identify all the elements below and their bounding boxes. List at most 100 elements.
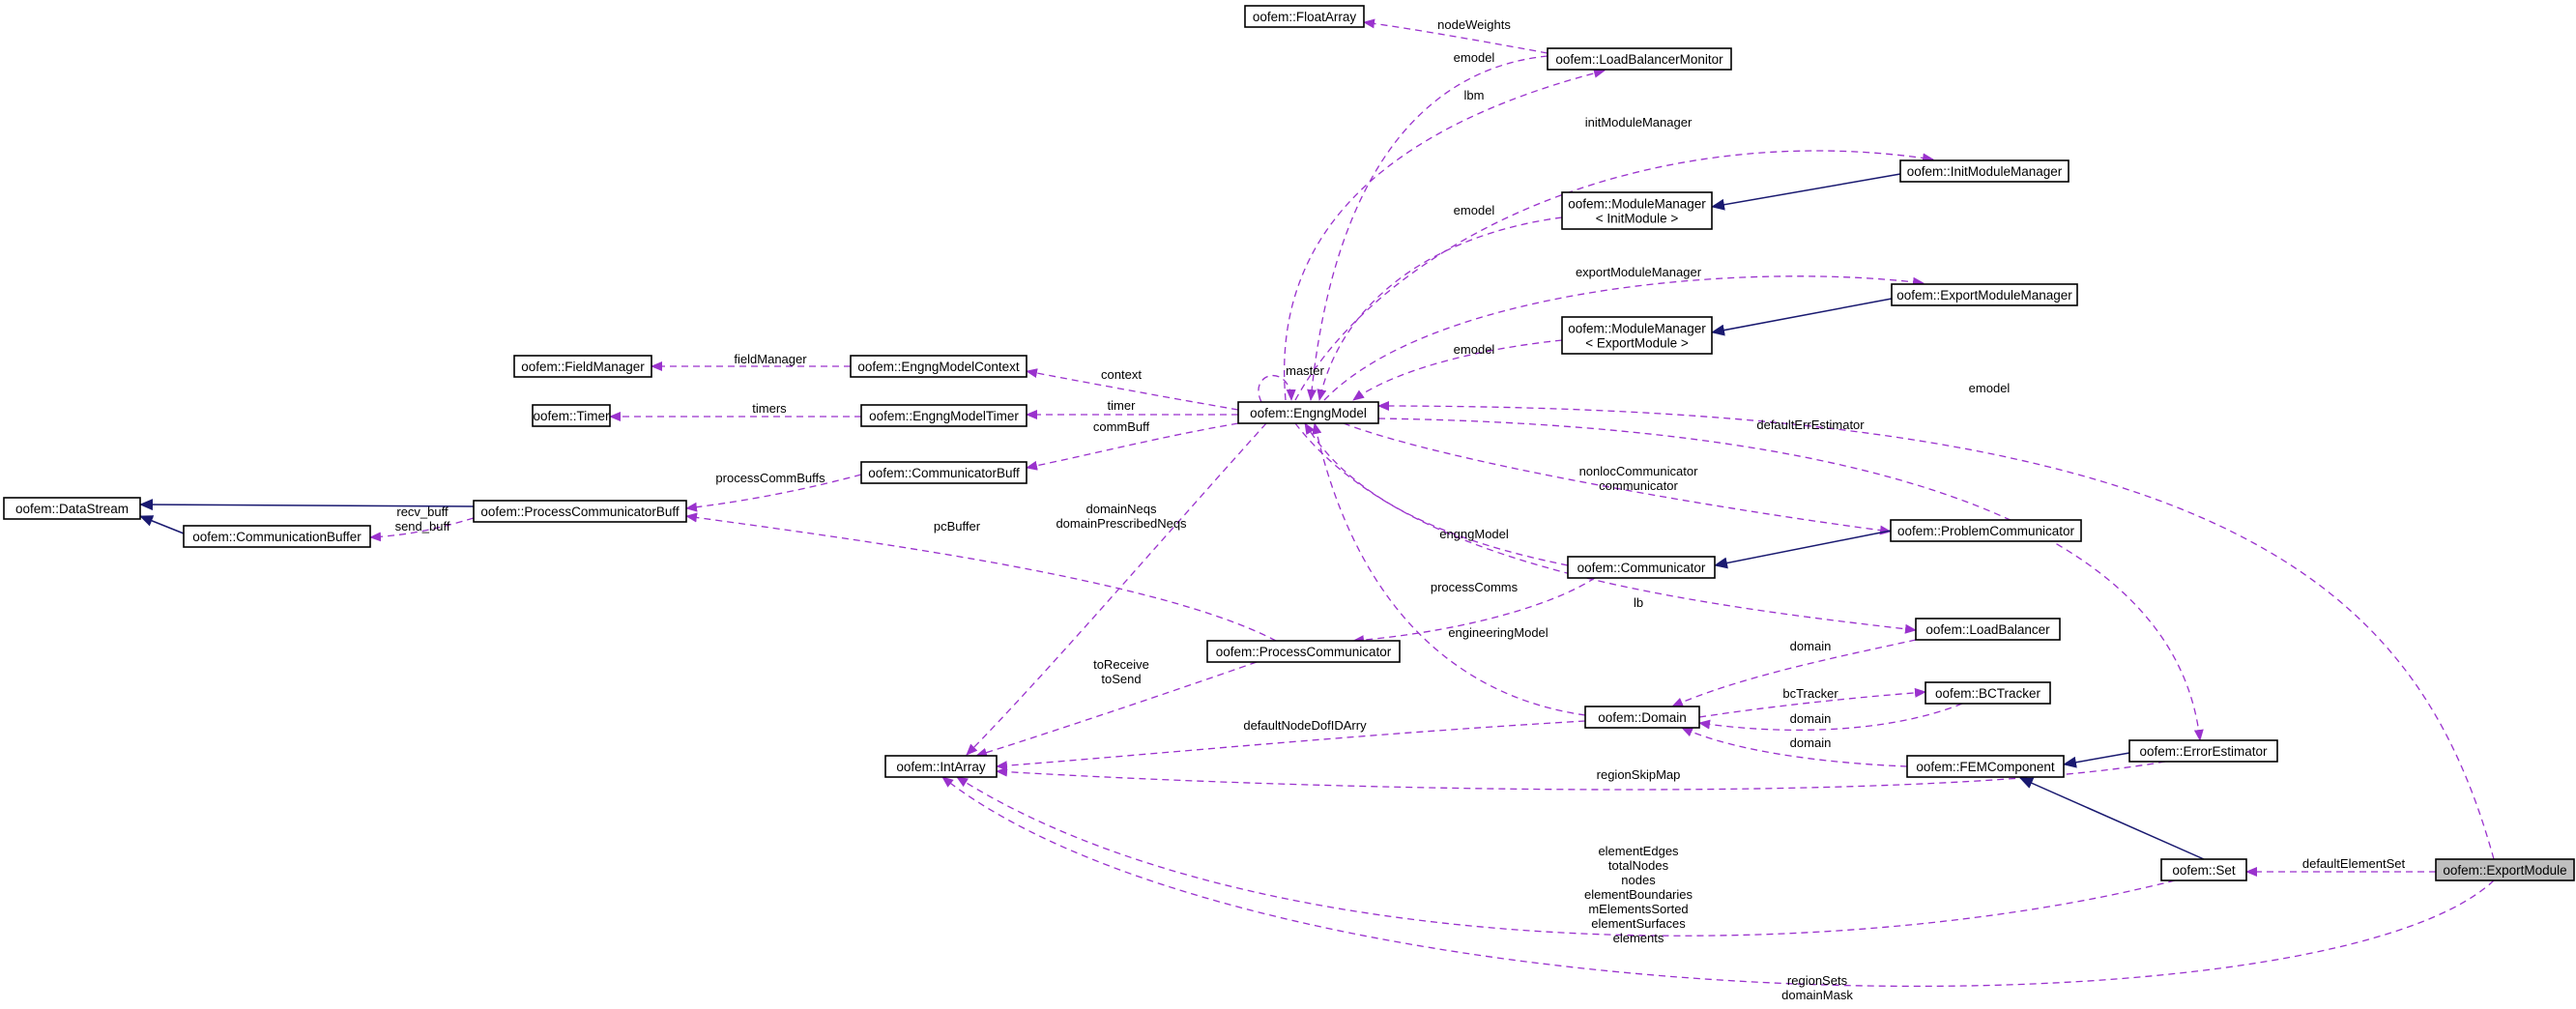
node-export-module-manager[interactable]: oofem::ExportModuleManager — [1891, 283, 2078, 306]
edge-label-field-manager: fieldManager — [734, 352, 807, 366]
edge-label-emodel-export: emodel — [1969, 381, 2011, 395]
node-label: oofem::CommunicationBuffer — [192, 530, 362, 544]
node-box — [1890, 519, 2082, 542]
node-label: oofem::FloatArray — [1253, 10, 1357, 24]
edge-label-pc-buffer: pcBuffer — [934, 519, 981, 533]
edge-recv-send-buff — [369, 517, 475, 542]
node-box — [1244, 5, 1365, 28]
edge-inherit-mme — [1711, 298, 1893, 336]
node-label: oofem::FEMComponent — [1916, 760, 2055, 774]
node-label: oofem::ModuleManager — [1568, 197, 1706, 212]
node-box — [1925, 681, 2051, 705]
node-box — [1906, 755, 2065, 778]
node-module-manager-export[interactable]: oofem::ModuleManager< ExportModule > — [1561, 316, 1713, 355]
node-process-comm-buff[interactable]: oofem::ProcessCommunicatorBuff — [473, 500, 687, 523]
node-init-module-manager[interactable]: oofem::InitModuleManager — [1899, 159, 2069, 183]
edge-label-context: context — [1101, 367, 1142, 382]
edge-label-timers: timers — [752, 401, 787, 416]
node-set[interactable]: oofem::Set — [2160, 858, 2247, 881]
node-label: < InitModule > — [1596, 212, 1679, 226]
node-box — [850, 355, 1028, 378]
node-box — [1567, 556, 1716, 579]
edge-label-emodel-lbm: emodel — [1454, 50, 1495, 65]
node-label: oofem::LoadBalancer — [1925, 622, 2050, 637]
edge-inherit-set-fem — [2019, 777, 2205, 860]
node-label: oofem::ProcessCommunicatorBuff — [480, 504, 680, 519]
edge-domain-bct — [1698, 703, 1963, 731]
edge-inherit-mmi — [1711, 173, 1901, 211]
edge-domain-fem — [1681, 727, 1908, 767]
node-label: oofem::ExportModuleManager — [1896, 288, 2072, 303]
node-box — [1891, 283, 2078, 306]
node-label: oofem::ProblemCommunicator — [1897, 524, 2075, 538]
node-engng-model-timer[interactable]: oofem::EngngModelTimer — [860, 404, 1028, 427]
node-timer[interactable]: oofem::Timer — [532, 404, 611, 427]
edge-label-engng-model-comm: engngModel — [1439, 527, 1509, 541]
edge-master — [1258, 374, 1296, 403]
node-field-manager[interactable]: oofem::FieldManager — [513, 355, 652, 378]
node-label: oofem::Communicator — [1577, 561, 1706, 575]
edge-inherit-pcb-ds — [139, 499, 475, 511]
node-lb-monitor[interactable]: oofem::LoadBalancerMonitor — [1547, 47, 1732, 71]
node-box — [513, 355, 652, 378]
node-box — [1915, 618, 2061, 641]
node-label: oofem::EngngModelContext — [857, 360, 1020, 374]
node-box — [473, 500, 687, 523]
edge-label-node-weights: nodeWeights — [1437, 17, 1511, 32]
node-label: oofem::Timer — [533, 409, 610, 423]
node-int-array[interactable]: oofem::IntArray — [884, 755, 998, 778]
node-box — [3, 497, 141, 520]
node-box — [1584, 706, 1700, 729]
node-label: oofem::Domain — [1598, 710, 1687, 725]
edge-label-default-node-dof: defaultNodeDofIDArry — [1243, 718, 1367, 733]
node-comm-buff[interactable]: oofem::CommunicatorBuff — [860, 461, 1028, 484]
node-box — [183, 525, 371, 548]
node-problem-communicator[interactable]: oofem::ProblemCommunicator — [1890, 519, 2082, 542]
edge-emodel-lbm — [1307, 55, 1548, 401]
edge-region-sets — [941, 776, 2495, 988]
edge-init-module-manager — [1294, 150, 1934, 401]
edge-lbm — [1284, 68, 1606, 401]
edge-label-init-module-manager: initModuleManager — [1585, 115, 1693, 130]
node-label: oofem::IntArray — [896, 760, 986, 774]
edge-pc-buffer — [685, 512, 1277, 642]
node-process-communicator[interactable]: oofem::ProcessCommunicator — [1206, 640, 1401, 663]
edge-label-process-comms: processComms — [1431, 580, 1519, 594]
node-module-manager-init[interactable]: oofem::ModuleManager< InitModule > — [1561, 191, 1713, 230]
edge-label-domain-lb: domain — [1790, 639, 1832, 653]
edge-default-err-estimator — [1377, 418, 2204, 741]
node-communication-buffer[interactable]: oofem::CommunicationBuffer — [183, 525, 371, 548]
edge-inherit-ee-fem — [2063, 752, 2130, 768]
node-fem-component[interactable]: oofem::FEMComponent — [1906, 755, 2065, 778]
node-label: oofem::ErrorEstimator — [2139, 744, 2268, 759]
edge-label-emodel-mme: emodel — [1454, 342, 1495, 357]
node-export-module[interactable]: oofem::ExportModule — [2435, 858, 2575, 881]
edge-domain-lb — [1671, 639, 1917, 707]
node-engng-model[interactable]: oofem::EngngModel — [1237, 401, 1379, 424]
edge-bc-tracker — [1698, 687, 1926, 718]
node-error-estimator[interactable]: oofem::ErrorEstimator — [2128, 739, 2278, 763]
node-bc-tracker[interactable]: oofem::BCTracker — [1925, 681, 2051, 705]
node-domain[interactable]: oofem::Domain — [1584, 706, 1700, 729]
node-box — [1561, 191, 1713, 230]
node-box — [860, 404, 1028, 427]
edge-process-comms — [1352, 577, 1596, 646]
node-float-array[interactable]: oofem::FloatArray — [1244, 5, 1365, 28]
edge-label-region-skip-map: regionSkipMap — [1597, 767, 1681, 782]
node-label: < ExportModule > — [1585, 336, 1689, 351]
node-load-balancer[interactable]: oofem::LoadBalancer — [1915, 618, 2061, 641]
node-label: oofem::BCTracker — [1935, 686, 2041, 701]
edge-emodel-export — [1377, 401, 2495, 860]
edge-default-node-dof — [996, 720, 1586, 771]
node-box — [2160, 858, 2247, 881]
edge-label-process-comm-buffs: processCommBuffs — [715, 471, 825, 485]
edge-engineering-model — [1312, 422, 1586, 716]
edge-domain-neqs — [966, 422, 1267, 756]
node-engng-model-context[interactable]: oofem::EngngModelContext — [850, 355, 1028, 378]
node-data-stream[interactable]: oofem::DataStream — [3, 497, 141, 520]
edge-label-export-module-manager: exportModuleManager — [1576, 265, 1702, 279]
node-communicator[interactable]: oofem::Communicator — [1567, 556, 1716, 579]
